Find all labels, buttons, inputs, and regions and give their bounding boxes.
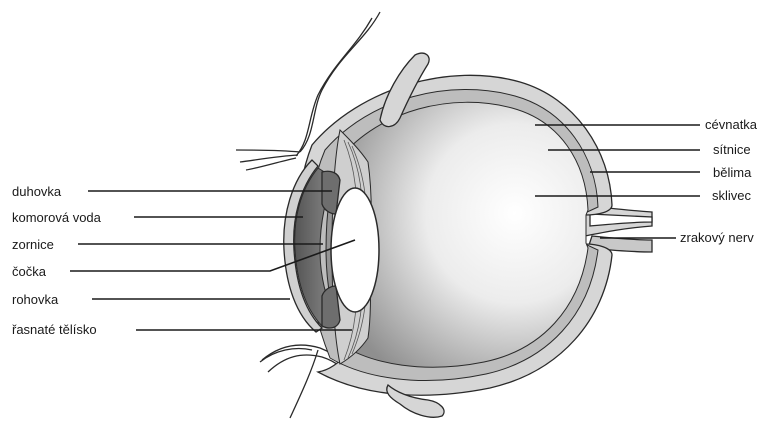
label-duhovka: duhovka [12,184,62,199]
label-zornice: zornice [12,237,54,252]
label-rohovka: rohovka [12,292,59,307]
label-sitnice: sítnice [713,142,751,157]
label-cevnatka: cévnatka [705,117,758,132]
label-rasnate-telisko: řasnaté tělísko [12,322,97,337]
label-komorova-voda: komorová voda [12,210,102,225]
label-sklivec: sklivec [712,188,752,203]
lens [331,188,379,312]
label-zrakovy-nerv: zrakový nerv [680,230,754,245]
label-cocka: čočka [12,264,47,279]
label-belima: bělima [713,165,752,180]
